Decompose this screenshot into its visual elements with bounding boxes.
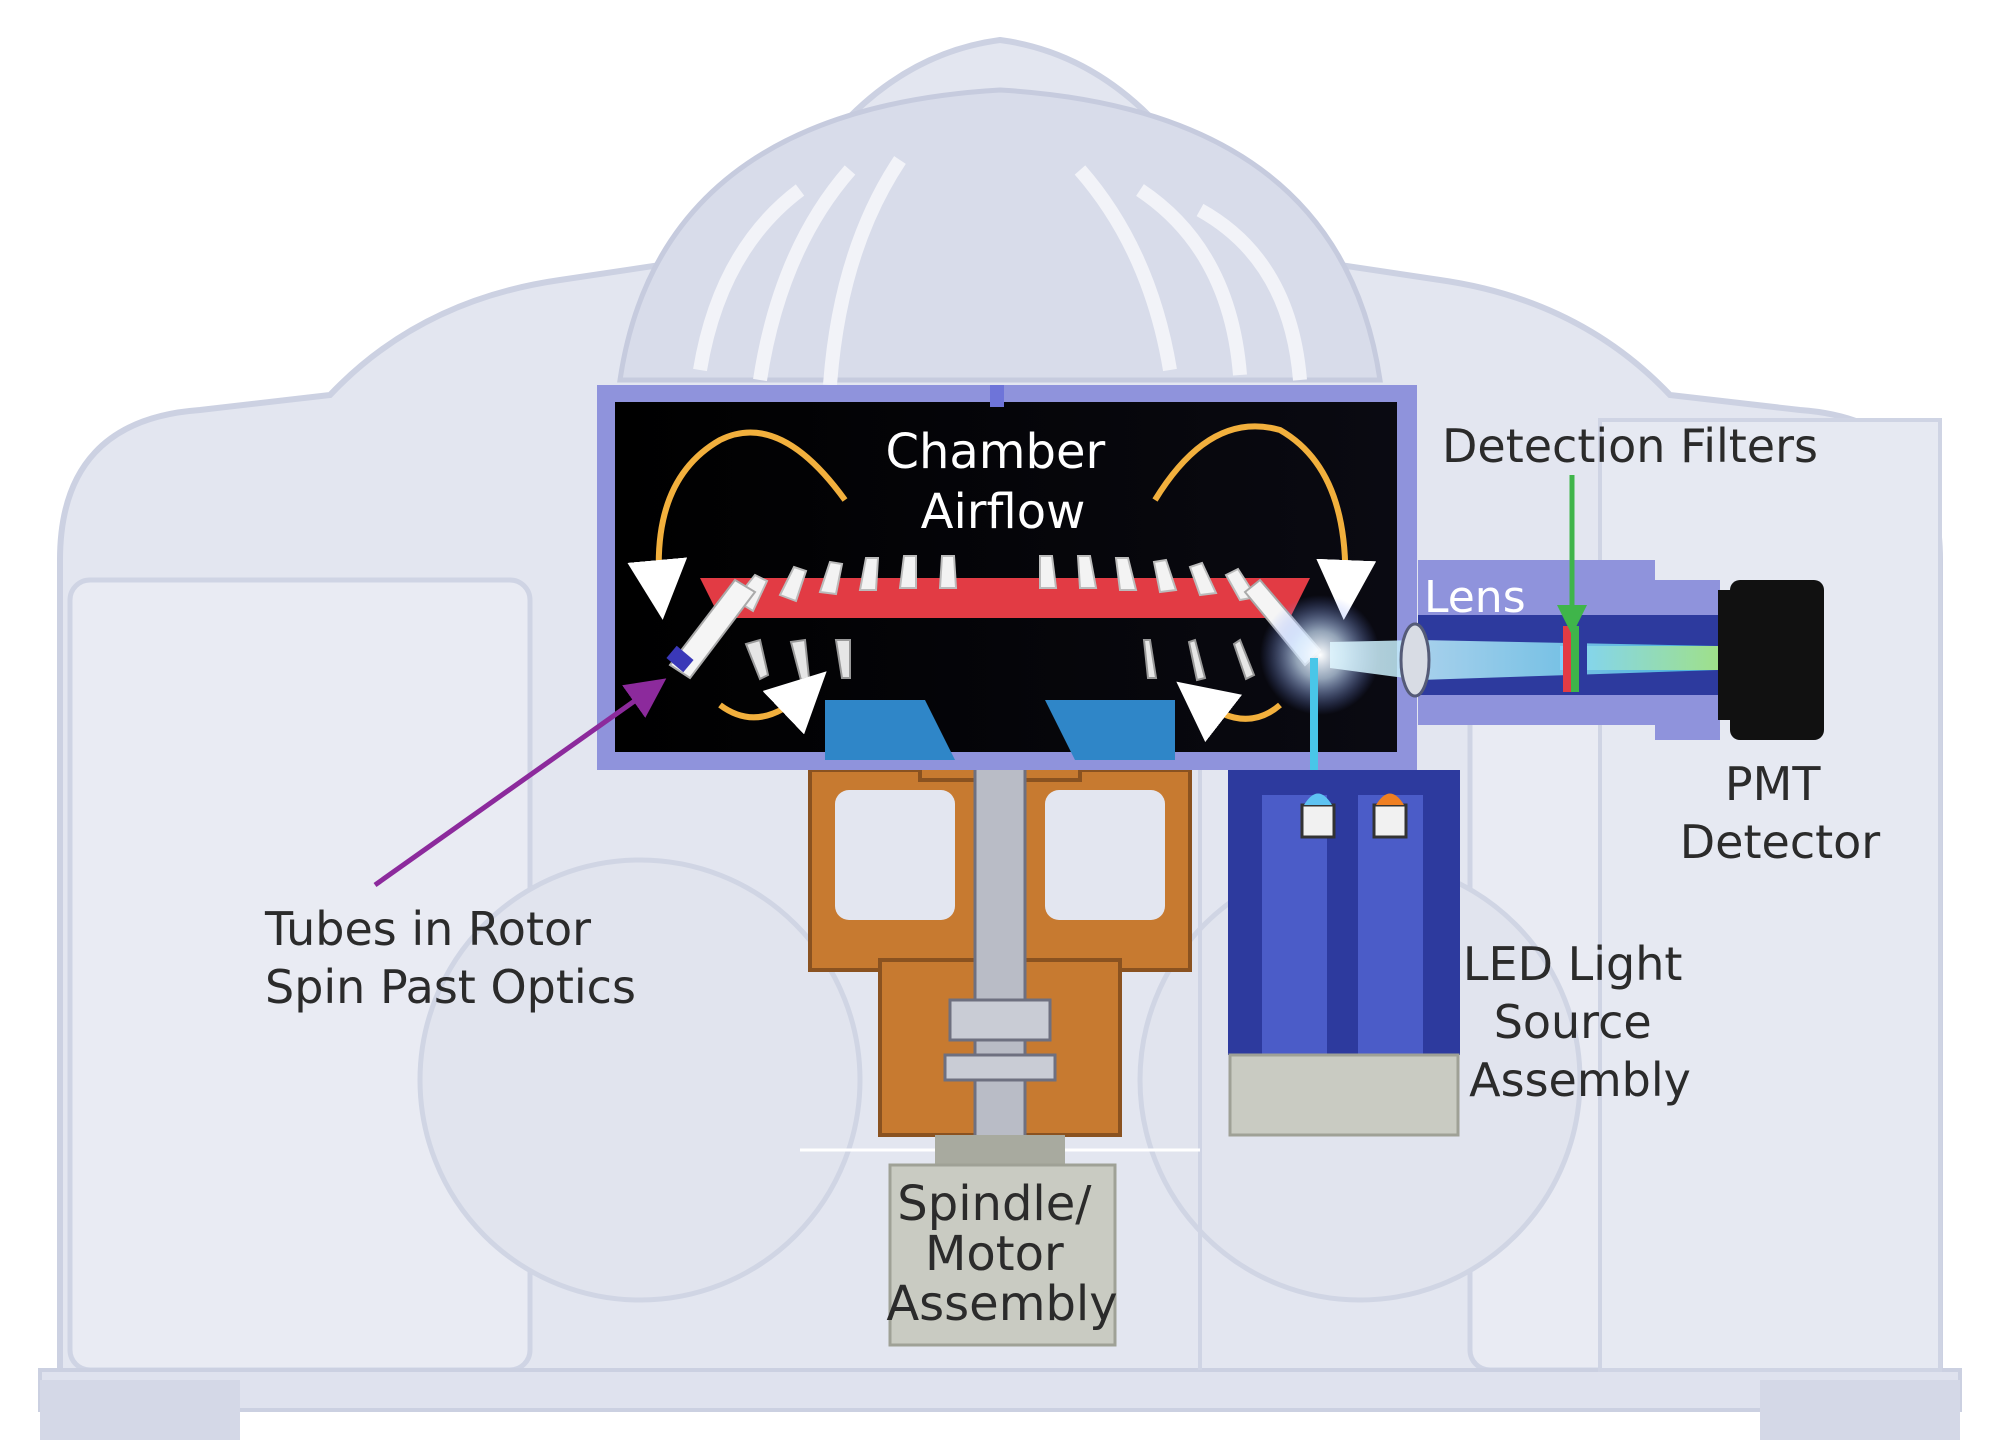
detection-filter bbox=[1563, 626, 1587, 692]
rotor-red-disc bbox=[700, 578, 1310, 618]
chamber-airflow-label: Chamber Airflow bbox=[885, 424, 1120, 540]
led-orange-emitter bbox=[1376, 793, 1404, 805]
tubes-in-rotor-callout: Tubes in Rotor Spin Past Optics bbox=[264, 678, 667, 1014]
spindle-collar bbox=[948, 998, 1052, 1042]
spindle-motor-assembly: Spindle/ Motor Assembly bbox=[886, 1135, 1118, 1347]
lens-label: Lens bbox=[1424, 572, 1526, 623]
rotor-tubes-lower bbox=[744, 638, 1256, 682]
housing-right-side bbox=[1598, 418, 1942, 1372]
tube-left-tip bbox=[666, 645, 694, 673]
chamber-knob bbox=[990, 385, 1004, 407]
dome-ribs bbox=[693, 156, 1307, 386]
motor-body bbox=[888, 1163, 1117, 1347]
led-light-source-label: LED Light Source Assembly bbox=[1463, 937, 1697, 1107]
airflow-arrow-top-left bbox=[627, 429, 848, 620]
lens-element bbox=[1399, 622, 1431, 698]
fan-housing-left bbox=[825, 700, 955, 760]
detection-filters-label: Detection Filters bbox=[1442, 419, 1818, 473]
housing-foot-left bbox=[40, 1380, 240, 1440]
fan-housing-right bbox=[1045, 700, 1175, 760]
airflow-arrow-top-right bbox=[1152, 423, 1377, 620]
led-base bbox=[1228, 1053, 1460, 1137]
airflow-arrow-bottom-right bbox=[1176, 681, 1282, 743]
led-blue-emitter-base bbox=[1300, 803, 1336, 839]
led-blue-emitter bbox=[1304, 793, 1332, 805]
spindle-motor-label: Spindle/ Motor Assembly bbox=[886, 1176, 1117, 1332]
spindle-collar-2 bbox=[943, 1053, 1057, 1082]
housing-dome bbox=[617, 87, 1383, 383]
mount-window-right bbox=[1045, 790, 1165, 920]
led-light-source-assembly: LED Light Source Assembly bbox=[1228, 658, 1697, 1137]
led-orange-emitter-base bbox=[1372, 803, 1408, 839]
housing-base bbox=[38, 1368, 1962, 1412]
housing-foot-right bbox=[1760, 1380, 1960, 1440]
excitation-glow bbox=[1260, 595, 1380, 715]
optics-path: Detection Filters Lens PMT Detector bbox=[1330, 419, 1880, 869]
pmt-detector-cap bbox=[1730, 580, 1824, 740]
tubes-pointer-arrow bbox=[373, 678, 667, 888]
tube-left-angled bbox=[668, 578, 757, 680]
tubes-in-rotor-label: Tubes in Rotor Spin Past Optics bbox=[264, 902, 636, 1014]
chamber-interior bbox=[615, 402, 1397, 752]
led-excitation-path bbox=[1310, 658, 1318, 790]
housing-left-bowl bbox=[417, 857, 863, 1303]
chamber: Chamber Airflow bbox=[597, 385, 1417, 770]
airflow-arrow-bottom-left bbox=[718, 671, 827, 735]
mount-window-left bbox=[835, 790, 955, 920]
pmt-detector-label: PMT Detector bbox=[1680, 757, 1881, 869]
